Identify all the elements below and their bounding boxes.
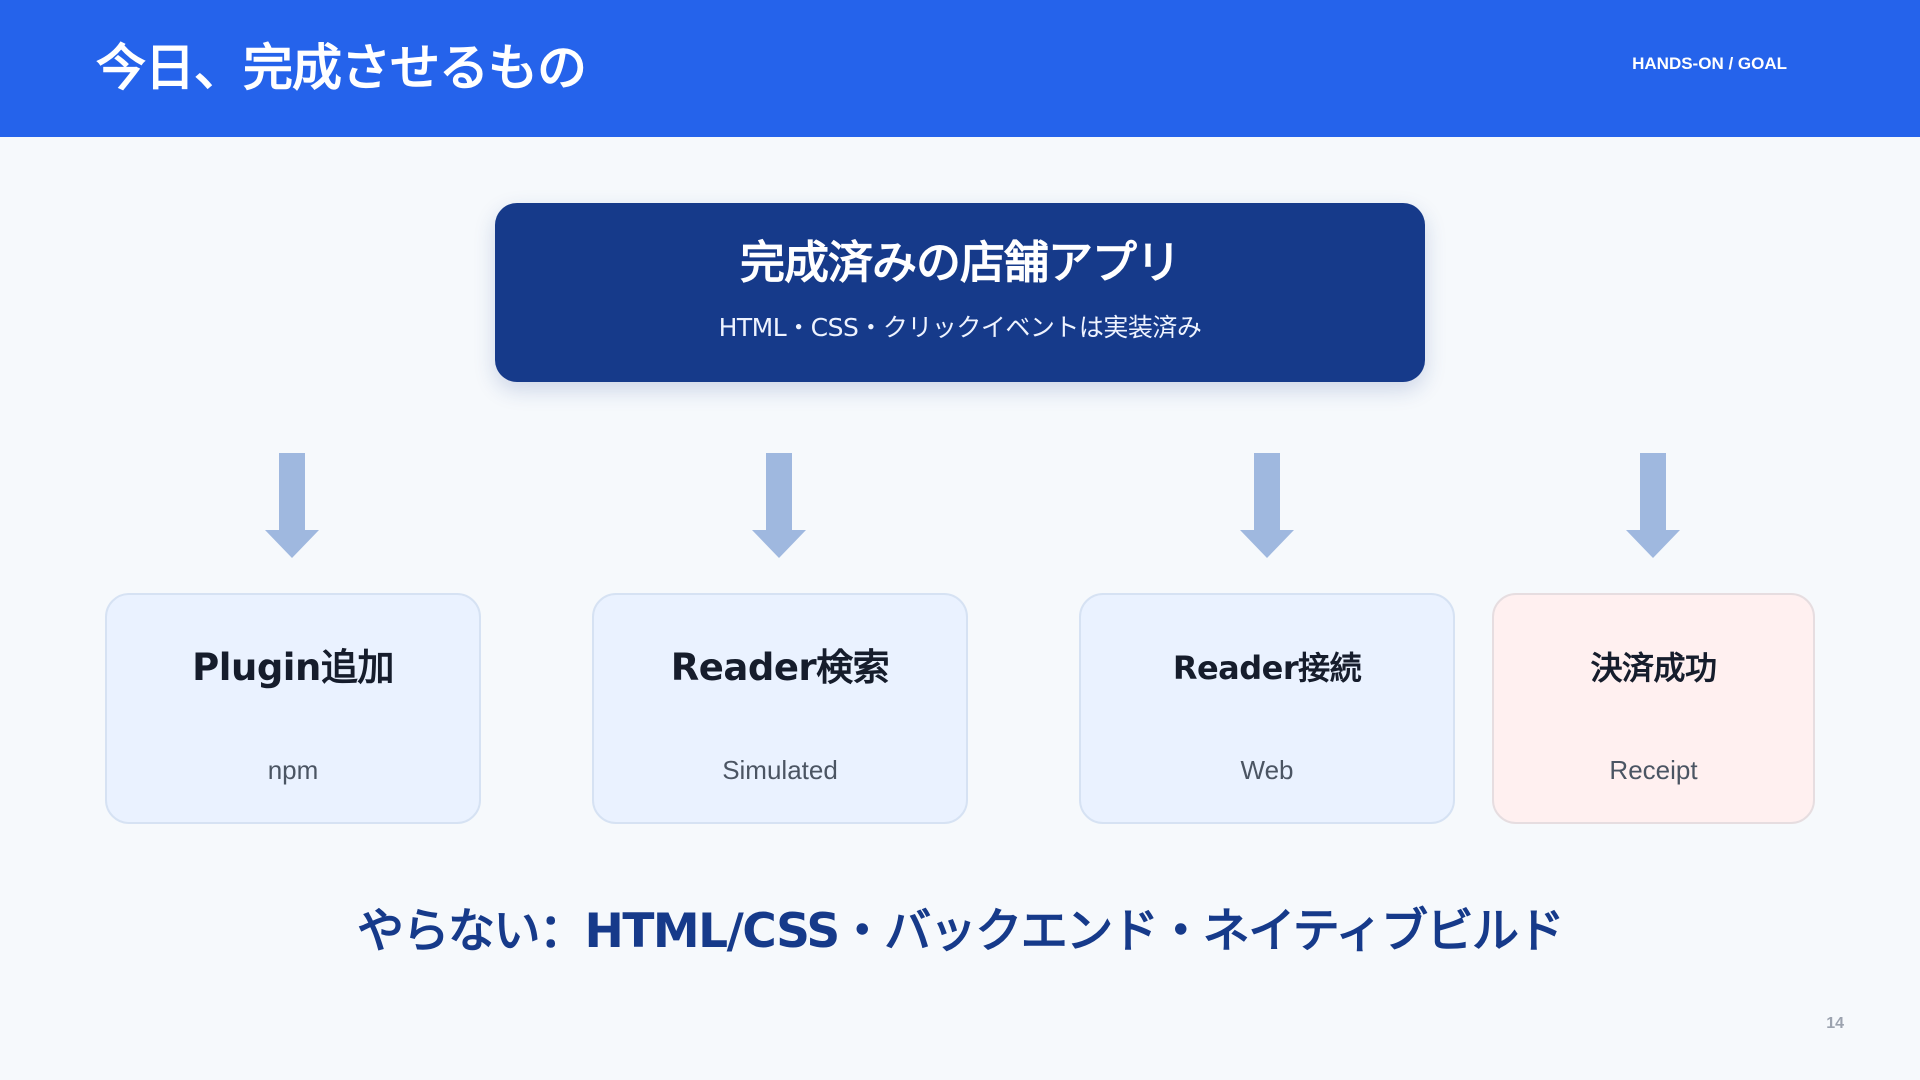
step-card-title: Plugin追加 [192,646,394,689]
step-card-subtitle: Web [1240,755,1294,785]
down-arrow-icon [1240,453,1294,558]
down-arrow-icon [752,453,806,558]
down-arrow-icon [265,453,319,558]
step-card-reader-search: Reader検索 Simulated [592,593,968,824]
step-card-subtitle: Receipt [1609,755,1698,785]
step-card-payment-success: 決済成功 Receipt [1492,593,1815,824]
page-title: 今日、完成させるもの [96,39,587,97]
out-of-scope-note: やらない：HTML/CSS・バックエンド・ネイティブビルド [357,904,1564,959]
section-tag: HANDS-ON / GOAL [1632,54,1787,73]
step-card-subtitle: Simulated [722,755,838,785]
down-arrow-icon [1626,453,1680,558]
page-number: 14 [1826,1015,1844,1032]
main-app-subtitle: HTML・CSS・クリックイベントは実装済み [718,313,1202,342]
header-bar: 今日、完成させるもの HANDS-ON / GOAL [0,0,1920,137]
step-card-subtitle: npm [267,755,319,785]
step-card-title: Reader接続 [1172,649,1362,687]
main-app-box: 完成済みの店舗アプリ HTML・CSS・クリックイベントは実装済み [495,203,1425,382]
step-card-reader-connect: Reader接続 Web [1079,593,1455,824]
step-card-title: 決済成功 [1590,649,1717,687]
main-app-title: 完成済みの店舗アプリ [739,236,1181,289]
step-card-title: Reader検索 [670,646,890,689]
step-card-plugin: Plugin追加 npm [105,593,481,824]
